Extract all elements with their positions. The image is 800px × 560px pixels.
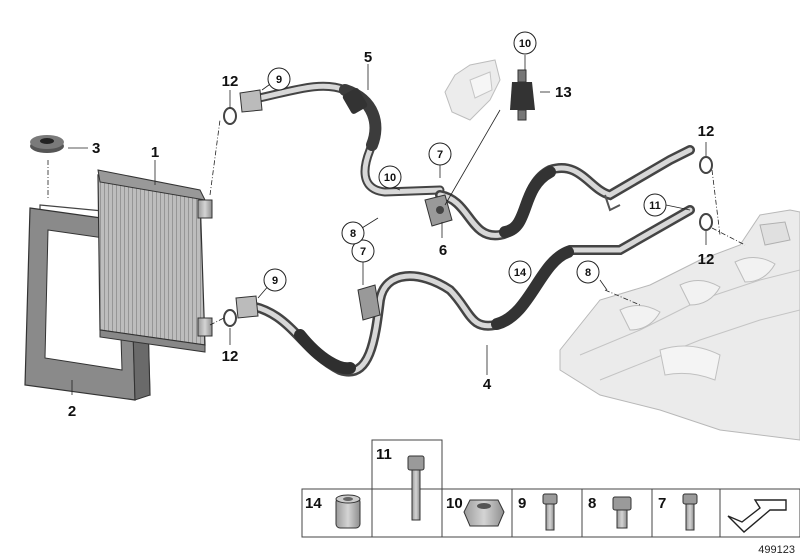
callout-3: 3	[92, 140, 100, 157]
svg-text:8: 8	[350, 228, 356, 240]
document-number: 499123	[758, 544, 795, 556]
sleeve-part-14	[335, 494, 361, 529]
bolt-part-7	[682, 493, 698, 531]
callout-circle-7-bottom: 7	[351, 239, 375, 263]
table-label-11: 11	[376, 446, 392, 463]
callout-1: 1	[151, 144, 159, 161]
hose-bracket-lower	[357, 284, 381, 321]
long-bolt-part-11	[407, 455, 425, 521]
table-label-7: 7	[658, 495, 666, 512]
svg-text:9: 9	[272, 275, 278, 287]
table-label-8: 8	[588, 495, 596, 512]
lower-oil-line	[235, 205, 695, 377]
rubber-mount	[510, 69, 535, 121]
callout-2: 2	[68, 403, 76, 420]
callout-13: 13	[555, 84, 572, 101]
hose-bracket-upper	[424, 194, 453, 227]
callout-circle-8-left: 8	[341, 221, 365, 245]
bolt-part-8	[612, 496, 632, 529]
svg-text:7: 7	[360, 246, 366, 258]
callout-circle-9-top: 9	[267, 67, 291, 91]
callout-circle-10-middle: 10	[378, 165, 402, 189]
table-label-9: 9	[518, 495, 526, 512]
svg-text:8: 8	[585, 267, 591, 279]
svg-text:7: 7	[437, 149, 443, 161]
bolt-part-9	[542, 493, 558, 531]
svg-text:14: 14	[514, 267, 527, 279]
parts-table: 14 11 10 9 8 7	[301, 439, 800, 538]
arrow-icon	[727, 499, 787, 533]
svg-text:10: 10	[384, 172, 396, 184]
callout-circle-14: 14	[508, 260, 532, 284]
nut-part-10	[463, 499, 505, 527]
oil-cooler	[97, 169, 213, 353]
callout-circle-7-top: 7	[428, 142, 452, 166]
callout-circle-8-right: 8	[576, 260, 600, 284]
callout-circle-10-top: 10	[513, 31, 537, 55]
callout-12-bottom-left: 12	[222, 348, 239, 365]
callout-4: 4	[483, 376, 492, 393]
callout-12-bottom-right: 12	[698, 251, 715, 268]
grommet	[30, 135, 64, 153]
callout-5: 5	[364, 49, 372, 66]
callout-12-top-left: 12	[222, 73, 239, 90]
callout-12-top-right: 12	[698, 123, 715, 140]
hose-to-engine-upper	[435, 145, 695, 241]
bracket-mount-illustration	[444, 59, 501, 121]
table-label-14: 14	[305, 495, 322, 512]
upper-oil-line	[239, 81, 445, 197]
o-rings	[223, 107, 713, 327]
callout-6: 6	[439, 242, 447, 259]
svg-text:9: 9	[276, 74, 282, 86]
callout-circle-9-bottom: 9	[263, 268, 287, 292]
callout-circle-11: 11	[643, 193, 667, 217]
svg-text:11: 11	[649, 200, 661, 212]
engine-block-illustration	[559, 209, 800, 441]
table-label-10: 10	[446, 495, 463, 512]
svg-text:10: 10	[519, 38, 531, 50]
